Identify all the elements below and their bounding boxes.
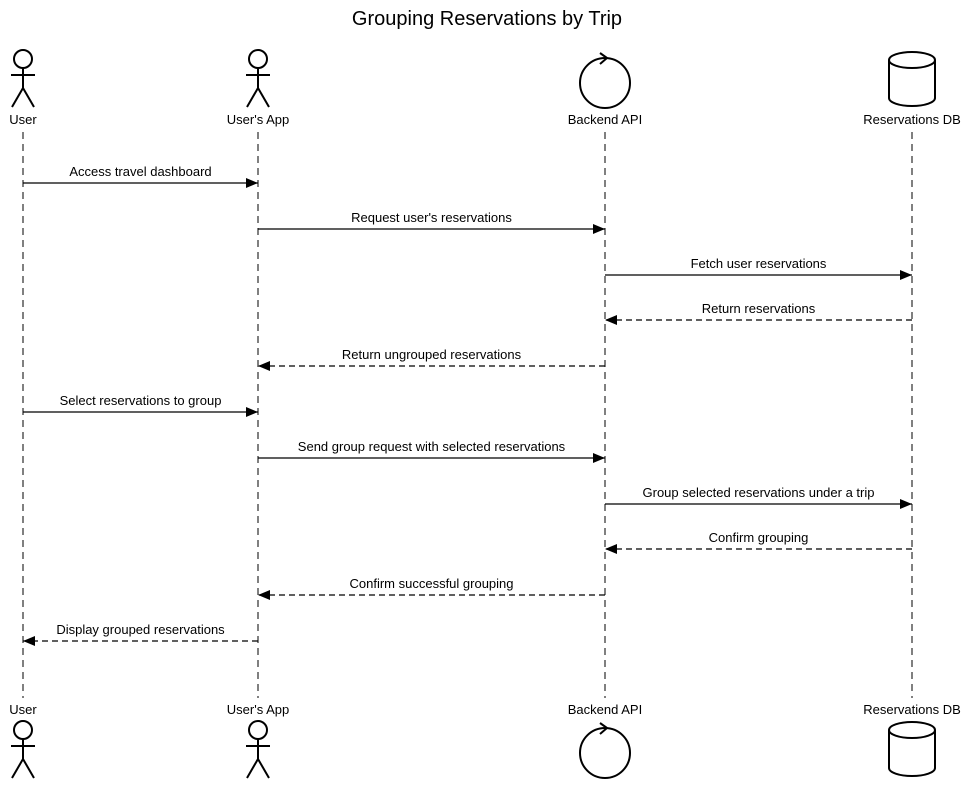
message-10: Confirm successful grouping: [258, 576, 605, 600]
message-6: Select reservations to group: [23, 393, 258, 417]
participant-label-user-bottom: User: [9, 702, 37, 717]
database-icon: [888, 51, 936, 107]
participant-label-user: User: [9, 112, 37, 127]
message-label: Return ungrouped reservations: [342, 347, 522, 362]
participant-label-api: Backend API: [568, 112, 642, 127]
message-label: Request user's reservations: [351, 210, 512, 225]
actor-icon: [11, 49, 35, 108]
actor-icon: [11, 720, 35, 779]
participant-label-db: Reservations DB: [863, 112, 961, 127]
message-3: Fetch user reservations: [605, 256, 912, 280]
actor-icon: [246, 49, 270, 108]
message-label: Send group request with selected reserva…: [298, 439, 566, 454]
message-label: Select reservations to group: [60, 393, 222, 408]
message-9: Confirm grouping: [605, 530, 912, 554]
diagram-title: Grouping Reservations by Trip: [352, 8, 622, 30]
message-7: Send group request with selected reserva…: [258, 439, 605, 463]
lifelines: [22, 132, 913, 698]
participant-label-db-bottom: Reservations DB: [863, 702, 961, 717]
message-label: Fetch user reservations: [691, 256, 827, 271]
message-1: Access travel dashboard: [23, 164, 258, 188]
message-11: Display grouped reservations: [23, 622, 258, 646]
message-label: Confirm grouping: [709, 530, 809, 545]
message-2: Request user's reservations: [258, 210, 605, 234]
message-label: Group selected reservations under a trip: [643, 485, 875, 500]
message-label: Confirm successful grouping: [349, 576, 513, 591]
message-5: Return ungrouped reservations: [258, 347, 605, 371]
participant-label-app: User's App: [227, 112, 289, 127]
message-label: Display grouped reservations: [56, 622, 225, 637]
control-icon: [579, 52, 631, 109]
message-label: Access travel dashboard: [69, 164, 211, 179]
participant-label-api-bottom: Backend API: [568, 702, 642, 717]
message-8: Group selected reservations under a trip: [605, 485, 912, 509]
message-label: Return reservations: [702, 301, 816, 316]
message-4: Return reservations: [605, 301, 912, 325]
actor-icon: [246, 720, 270, 779]
participant-label-app-bottom: User's App: [227, 702, 289, 717]
control-icon: [579, 722, 631, 779]
database-icon: [888, 721, 936, 777]
